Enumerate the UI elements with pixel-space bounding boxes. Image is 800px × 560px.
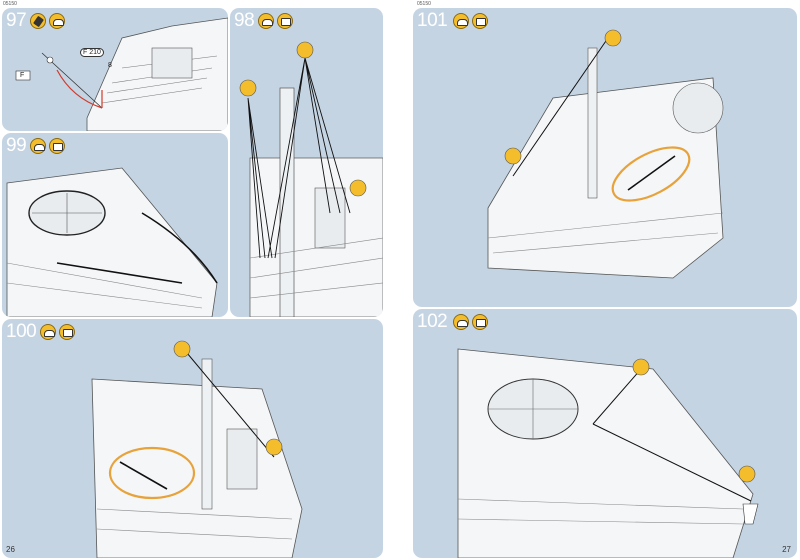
- step-101-panel: 101: [413, 8, 797, 307]
- thread-icon: [453, 314, 469, 330]
- page-number-right: 27: [782, 545, 791, 554]
- step-99-panel: 99: [2, 133, 228, 317]
- step-102-panel: 102 27: [413, 309, 797, 558]
- step-97-panel: 97 F F 210 8: [2, 8, 228, 131]
- part-label-8: 8: [108, 62, 112, 69]
- paint-icon: [49, 138, 65, 154]
- bow-railing-illustration: [6, 167, 218, 317]
- page-code-right: 05150: [417, 1, 431, 7]
- part-label-f: F: [20, 72, 25, 79]
- paint-icon: [59, 324, 75, 340]
- step-number: 101: [417, 10, 448, 31]
- part-label-f210: F 210: [80, 48, 104, 57]
- bow-stay-illustration: [457, 348, 759, 558]
- page-number-left: 26: [6, 545, 15, 554]
- step-100-panel: 100 26: [2, 319, 383, 558]
- thread-icon: [258, 13, 274, 29]
- step-number: 100: [6, 321, 37, 342]
- step-number: 102: [417, 311, 448, 332]
- step-98-panel: 98: [230, 8, 383, 317]
- thread-icon: [453, 13, 469, 29]
- glue-icon: [49, 13, 65, 29]
- tool-icon: [30, 13, 46, 29]
- paint-icon: [277, 13, 293, 29]
- thread-icon: [40, 324, 56, 340]
- step-number: 99: [6, 135, 27, 156]
- mast-rigging-illustration: [15, 17, 228, 131]
- ship-side-rigging-illustration: [91, 340, 303, 558]
- step-number: 98: [234, 10, 255, 31]
- ship-midsection-rigging-illustration: [487, 29, 724, 279]
- mast-rigging-illustration: [239, 41, 383, 317]
- paint-icon: [472, 13, 488, 29]
- paint-icon: [472, 314, 488, 330]
- step-number: 97: [6, 10, 27, 31]
- page-code-left: 05150: [3, 1, 17, 7]
- thread-icon: [30, 138, 46, 154]
